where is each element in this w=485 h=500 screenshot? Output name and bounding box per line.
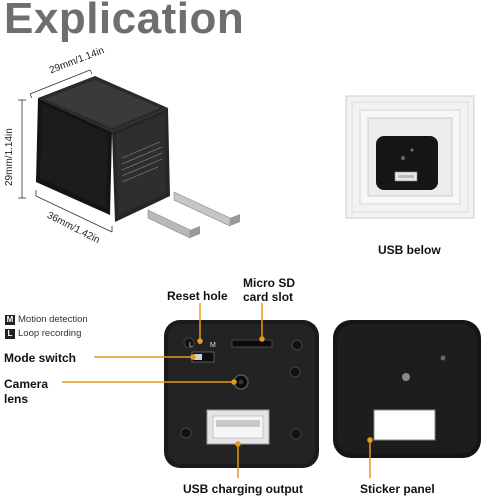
mode-switch-label: Mode switch: [4, 351, 77, 365]
camera-lens-label-line2: lens: [4, 392, 29, 406]
loop-key-icon: L: [5, 328, 15, 339]
reset-hole-label: Reset hole: [167, 289, 228, 303]
page-title: Explication: [4, 0, 245, 43]
switch-mark-l: L: [189, 342, 193, 349]
legend-loop-text: Loop recording: [18, 328, 82, 340]
legend-motion-text: Motion detection: [18, 314, 88, 326]
camera-lens-label-line1: Camera: [4, 377, 49, 391]
micro-sd-label-line2: card slot: [243, 290, 294, 304]
switch-mark-m: M: [210, 342, 216, 349]
micro-sd-label-line1: Micro SD: [243, 276, 296, 290]
sticker-panel-label: Sticker panel: [360, 482, 435, 496]
usb-below-caption: USB below: [378, 243, 441, 257]
motion-key-icon: M: [5, 314, 15, 325]
usb-output-label: USB charging output: [183, 482, 303, 496]
